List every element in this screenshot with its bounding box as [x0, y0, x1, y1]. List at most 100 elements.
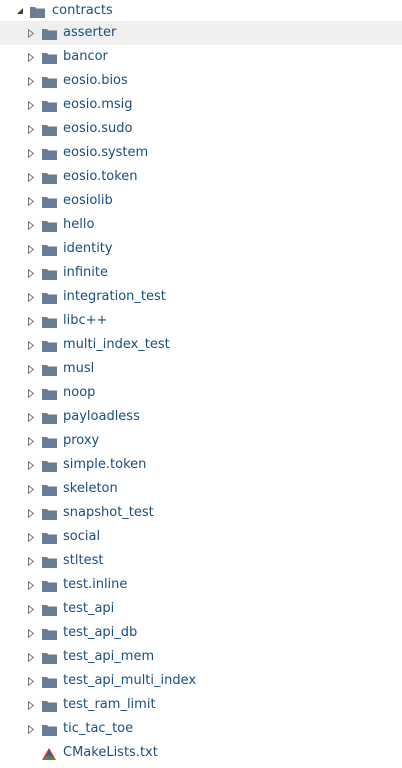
folder-icon	[41, 458, 58, 472]
tree-item-bancor[interactable]: bancor	[0, 45, 402, 69]
folder-icon	[41, 698, 58, 712]
tree-item-test-inline[interactable]: test.inline	[0, 573, 402, 597]
chevron-right-icon[interactable]	[25, 123, 37, 135]
chevron-right-icon[interactable]	[25, 387, 37, 399]
chevron-right-icon[interactable]	[25, 603, 37, 615]
chevron-right-icon[interactable]	[25, 483, 37, 495]
tree-item-label: eosio.token	[63, 169, 138, 184]
tree-item-label: tic_tac_toe	[63, 721, 134, 736]
tree-item-tic-tac-toe[interactable]: tic_tac_toe	[0, 717, 402, 741]
chevron-right-icon[interactable]	[25, 699, 37, 711]
chevron-right-icon[interactable]	[25, 219, 37, 231]
tree-item-label: integration_test	[63, 289, 166, 304]
chevron-right-icon[interactable]	[25, 171, 37, 183]
tree-item-label: social	[63, 529, 101, 544]
chevron-right-icon[interactable]	[25, 51, 37, 63]
chevron-right-icon[interactable]	[25, 579, 37, 591]
chevron-right-icon[interactable]	[25, 291, 37, 303]
chevron-right-icon[interactable]	[25, 267, 37, 279]
chevron-right-icon[interactable]	[25, 459, 37, 471]
tree-item-proxy[interactable]: proxy	[0, 429, 402, 453]
tree-item-test-api-multi-index[interactable]: test_api_multi_index	[0, 669, 402, 693]
folder-icon	[41, 26, 58, 40]
chevron-right-icon[interactable]	[25, 99, 37, 111]
chevron-right-icon[interactable]	[25, 75, 37, 87]
chevron-right-icon[interactable]	[25, 363, 37, 375]
folder-icon	[41, 266, 58, 280]
tree-item-test-api-db[interactable]: test_api_db	[0, 621, 402, 645]
tree-item-test-api-mem[interactable]: test_api_mem	[0, 645, 402, 669]
tree-item-label: eosio.sudo	[63, 121, 133, 136]
chevron-right-icon[interactable]	[25, 627, 37, 639]
chevron-right-icon[interactable]	[25, 555, 37, 567]
folder-icon	[41, 218, 58, 232]
tree-item-label: snapshot_test	[63, 505, 154, 520]
tree-item-label: test_api_db	[63, 625, 138, 640]
chevron-expanded-icon[interactable]	[14, 5, 26, 17]
folder-icon	[41, 194, 58, 208]
tree-item-social[interactable]: social	[0, 525, 402, 549]
chevron-right-icon[interactable]	[25, 723, 37, 735]
chevron-right-icon[interactable]	[25, 243, 37, 255]
tree-item-stltest[interactable]: stltest	[0, 549, 402, 573]
tree-item-test-api[interactable]: test_api	[0, 597, 402, 621]
tree-item-label: test_api_mem	[63, 649, 155, 664]
tree-item-label: eosiolib	[63, 193, 113, 208]
tree-item-contracts[interactable]: contracts	[0, 0, 402, 21]
chevron-right-icon[interactable]	[25, 147, 37, 159]
chevron-right-icon[interactable]	[25, 339, 37, 351]
tree-item-label: test_api_multi_index	[63, 673, 197, 688]
tree-item-musl[interactable]: musl	[0, 357, 402, 381]
tree-item-eosio-system[interactable]: eosio.system	[0, 141, 402, 165]
tree-item-multi-index-test[interactable]: multi_index_test	[0, 333, 402, 357]
tree-item-noop[interactable]: noop	[0, 381, 402, 405]
tree-item-snapshot-test[interactable]: snapshot_test	[0, 501, 402, 525]
tree-item-infinite[interactable]: infinite	[0, 261, 402, 285]
folder-icon	[41, 482, 58, 496]
tree-item-identity[interactable]: identity	[0, 237, 402, 261]
chevron-right-icon[interactable]	[25, 651, 37, 663]
tree-item-asserter[interactable]: asserter	[0, 21, 402, 45]
tree-item-simple-token[interactable]: simple.token	[0, 453, 402, 477]
tree-item-label: libc++	[63, 313, 108, 328]
folder-icon	[41, 146, 58, 160]
tree-item-eosio-msig[interactable]: eosio.msig	[0, 93, 402, 117]
cmake-icon	[41, 746, 57, 760]
tree-item-eosio-bios[interactable]: eosio.bios	[0, 69, 402, 93]
tree-item-label: contracts	[52, 2, 113, 18]
tree-item-label: eosio.msig	[63, 97, 133, 112]
tree-item-eosiolib[interactable]: eosiolib	[0, 189, 402, 213]
tree-item-libc[interactable]: libc++	[0, 309, 402, 333]
tree-item-eosio-sudo[interactable]: eosio.sudo	[0, 117, 402, 141]
chevron-right-icon[interactable]	[25, 27, 37, 39]
folder-icon	[41, 122, 58, 136]
tree-item-label: test_ram_limit	[63, 697, 156, 712]
tree-item-label: payloadless	[63, 409, 140, 424]
chevron-right-icon[interactable]	[25, 435, 37, 447]
folder-icon	[41, 338, 58, 352]
tree-item-label: eosio.system	[63, 145, 149, 160]
tree-item-eosio-token[interactable]: eosio.token	[0, 165, 402, 189]
tree-item-cmakelists-txt[interactable]: CMakeLists.txt	[0, 741, 402, 765]
chevron-right-icon[interactable]	[25, 507, 37, 519]
tree-item-label: multi_index_test	[63, 337, 170, 352]
tree-item-integration-test[interactable]: integration_test	[0, 285, 402, 309]
chevron-right-icon[interactable]	[25, 195, 37, 207]
folder-icon	[41, 74, 58, 88]
tree-item-skeleton[interactable]: skeleton	[0, 477, 402, 501]
chevron-right-icon[interactable]	[25, 531, 37, 543]
tree-item-payloadless[interactable]: payloadless	[0, 405, 402, 429]
tree-item-label: proxy	[63, 433, 100, 448]
tree-item-label: asserter	[63, 25, 117, 40]
tree-item-label: identity	[63, 241, 113, 256]
tree-item-hello[interactable]: hello	[0, 213, 402, 237]
chevron-right-icon[interactable]	[25, 411, 37, 423]
tree-item-label: stltest	[63, 553, 104, 568]
tree-item-label: skeleton	[63, 481, 118, 496]
folder-icon	[41, 554, 58, 568]
chevron-right-icon[interactable]	[25, 315, 37, 327]
tree-item-test-ram-limit[interactable]: test_ram_limit	[0, 693, 402, 717]
folder-icon	[41, 650, 58, 664]
chevron-right-icon[interactable]	[25, 675, 37, 687]
